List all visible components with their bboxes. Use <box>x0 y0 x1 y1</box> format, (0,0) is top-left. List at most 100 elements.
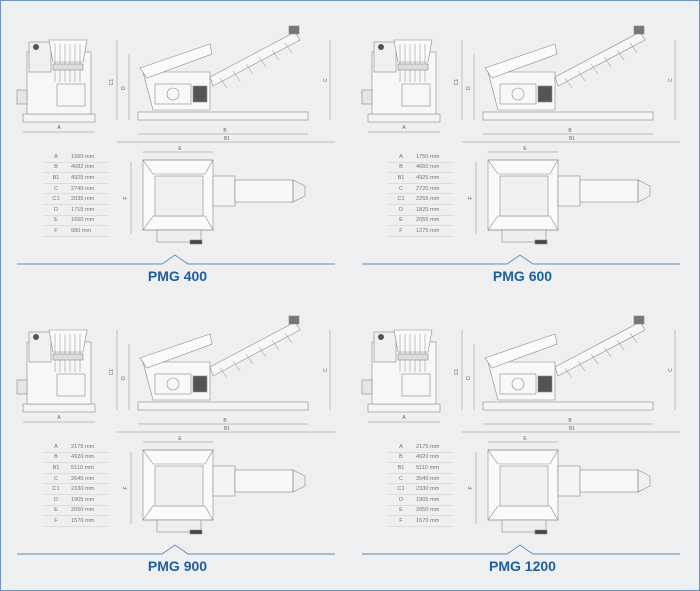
control-cabinet <box>373 41 397 73</box>
dimension-key: B <box>43 162 69 174</box>
dimension-key: B1 <box>43 462 69 474</box>
dimension-d-label: D <box>466 376 472 380</box>
dimension-b-label: B <box>223 128 227 134</box>
hopper <box>393 329 433 353</box>
dimension-c-label: C <box>323 368 329 372</box>
dimension-key: D <box>43 204 69 216</box>
motor-housing <box>156 229 202 243</box>
conveyor-strut <box>271 49 280 61</box>
dimension-value: 4660 mm <box>414 162 454 174</box>
base-frame <box>367 403 441 413</box>
model-title: PMG 400 <box>147 268 208 284</box>
dimension-key: C1 <box>388 483 414 495</box>
dimension-key: C1 <box>43 483 69 495</box>
rotor-icon <box>166 87 180 101</box>
dimension-key: F <box>43 225 69 237</box>
top-conveyor <box>579 179 639 203</box>
base-frame <box>367 113 441 123</box>
conveyor-strut <box>577 70 586 82</box>
dimension-d-label: D <box>466 86 472 90</box>
model-title: PMG 600 <box>492 268 553 284</box>
dimension-f-label: F <box>468 196 474 199</box>
vent-grille <box>192 375 208 393</box>
front-view-drawing: A <box>361 329 441 423</box>
dimension-key: D <box>388 494 414 506</box>
conveyor-motor <box>288 315 300 325</box>
vent-grille <box>192 85 208 103</box>
conveyor-strut <box>616 339 625 351</box>
conveyor-strut <box>284 332 293 344</box>
dimension-value: 4920 mm <box>414 452 454 464</box>
conveyor-strut <box>245 353 254 365</box>
dimension-f-label: F <box>468 486 474 489</box>
conveyor-strut <box>590 353 599 365</box>
dimension-value: 1820 mm <box>414 204 454 216</box>
base-frame <box>22 113 96 123</box>
conveyor-strut <box>284 42 293 54</box>
dimension-value: 2330 mm <box>69 483 109 495</box>
section-divider <box>362 544 680 555</box>
dimension-e-label: E <box>523 146 527 152</box>
dimension-key: B1 <box>388 462 414 474</box>
dimension-key: F <box>43 515 69 527</box>
dimension-key: B1 <box>43 172 69 184</box>
logo-mark <box>33 334 39 340</box>
dimension-a-label: A <box>57 415 61 421</box>
dimension-value: 2255 mm <box>414 193 454 205</box>
divider-chevron-line <box>17 544 335 555</box>
model-title: PMG 1200 <box>489 558 556 574</box>
section-divider <box>17 544 335 555</box>
side-base <box>482 111 654 121</box>
discharge-conveyor <box>554 31 646 87</box>
top-conveyor <box>234 469 294 493</box>
dimension-key: F <box>388 515 414 527</box>
dimension-key: B <box>388 162 414 174</box>
base-frame <box>22 403 96 413</box>
conveyor-strut <box>245 63 254 75</box>
discharge-conveyor <box>209 31 301 87</box>
dimension-key: A <box>43 442 69 453</box>
dimension-value: 1715 mm <box>69 204 109 216</box>
section-divider <box>362 254 680 265</box>
conveyor-intake <box>212 175 236 207</box>
divider-chevron-line <box>362 254 680 265</box>
base-foot <box>534 529 548 535</box>
cutting-chamber <box>499 465 549 507</box>
vent-grille <box>537 85 553 103</box>
hopper-wall-top <box>487 159 559 175</box>
conveyor-motor <box>633 315 645 325</box>
dimension-value: 2055 mm <box>414 215 454 227</box>
dimension-value: 1560 mm <box>69 152 109 163</box>
dimension-value: 1750 mm <box>414 152 454 163</box>
cutting-chamber <box>154 465 204 507</box>
conveyor-strut <box>616 49 625 61</box>
dimension-c-label: C <box>668 368 674 372</box>
dimension-a-label: A <box>402 125 406 131</box>
dimension-value: 1275 mm <box>414 225 454 237</box>
motor <box>16 89 28 105</box>
grid-section <box>52 63 84 71</box>
dimension-key: C1 <box>43 193 69 205</box>
dimension-key: A <box>388 442 414 453</box>
front-view-drawing: A <box>16 329 96 423</box>
dimension-b1-label: B1 <box>224 136 230 142</box>
